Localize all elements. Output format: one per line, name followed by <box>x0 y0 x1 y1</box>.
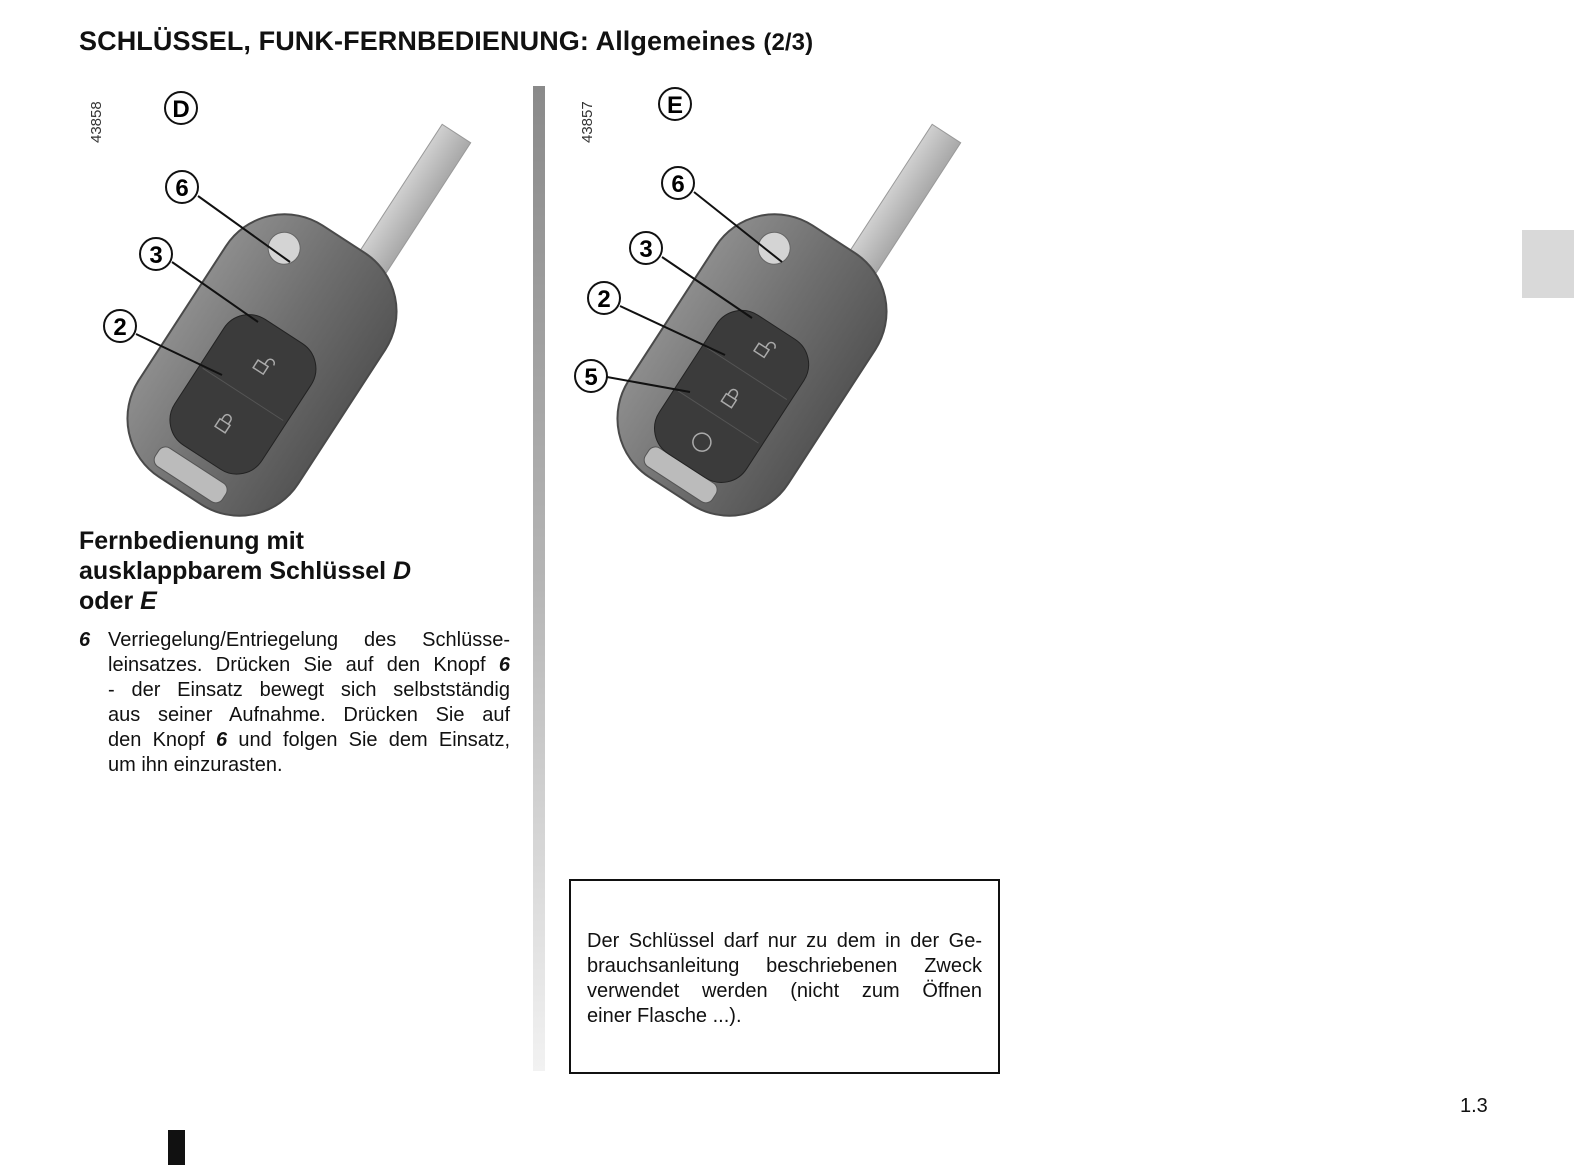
print-mark <box>168 1130 185 1165</box>
section-heading: Fernbedienung mit ausklappbarem Schlüsse… <box>79 526 411 616</box>
page-title: SCHLÜSSEL, FUNK-FERNBEDIENUNG: Allgemein… <box>79 26 813 57</box>
figure-label-e <box>658 87 692 121</box>
note-line: Der Schlüssel darf nur zu dem in der Ge- <box>587 930 982 952</box>
item-line: um ihn einzurasten. <box>108 754 283 776</box>
heading-ref-e: E <box>140 587 157 615</box>
note-line: einer Flasche ...). <box>587 1005 742 1027</box>
remote-start-icon <box>692 432 712 452</box>
item-number: 6 <box>79 629 91 651</box>
svg-text:3: 3 <box>149 242 162 269</box>
callouts-d: 6 3 2 <box>103 170 199 343</box>
callout-lines-d <box>135 195 291 376</box>
callout-lines-e <box>606 191 783 393</box>
item-line: den Knopf 6 und folgen Sie dem Einsatz, <box>108 729 510 751</box>
column-divider <box>533 86 545 1071</box>
figure-label-d-text: D <box>172 96 189 123</box>
svg-text:6: 6 <box>671 171 684 198</box>
key-illustrations: D 6 3 2 E 6 <box>99 60 997 544</box>
svg-text:2: 2 <box>113 314 126 341</box>
warning-note-box: Der Schlüssel darf nur zu dem in der Ge-… <box>569 879 1000 1074</box>
svg-text:6: 6 <box>175 175 188 202</box>
unlock-icon <box>753 341 776 359</box>
svg-text:5: 5 <box>584 364 597 391</box>
item-line: Verriegelung/Entriegelung des Schlüsse- <box>108 629 510 651</box>
unlock-icon <box>252 358 275 376</box>
heading-line: ausklappbarem Schlüssel <box>79 557 394 585</box>
chapter-tab <box>1522 230 1574 298</box>
lock-icon <box>213 413 232 434</box>
item-line: - der Einsatz bewegt sich selbstständig <box>108 679 510 701</box>
callouts-e: 6 3 2 5 <box>574 166 695 393</box>
heading-line: oder <box>79 587 141 615</box>
heading-line: Fernbedienung mit <box>79 527 304 555</box>
lock-icon <box>720 388 739 409</box>
page-number: 1.3 <box>1460 1095 1488 1117</box>
note-line: brauchsanleitung beschriebenen Zweck <box>587 955 982 977</box>
figure-label-d <box>164 91 198 125</box>
key-d-illustration <box>99 60 507 544</box>
title-part: (2/3) <box>763 29 814 56</box>
item-line: aus seiner Aufnahme. Drücken Sie auf <box>108 704 510 726</box>
heading-ref-d: D <box>393 557 412 585</box>
title-text: SCHLÜSSEL, FUNK-FERNBEDIENUNG: Allgemein… <box>79 26 756 56</box>
figure-label-e-text: E <box>667 92 683 119</box>
item-line: leinsatzes. Drücken Sie auf den Knopf 6 <box>108 654 510 676</box>
note-line: verwendet werden (nicht zum Öffnen <box>587 980 982 1002</box>
key-e-illustration <box>589 60 997 544</box>
svg-text:3: 3 <box>639 236 652 263</box>
svg-text:2: 2 <box>597 286 610 313</box>
